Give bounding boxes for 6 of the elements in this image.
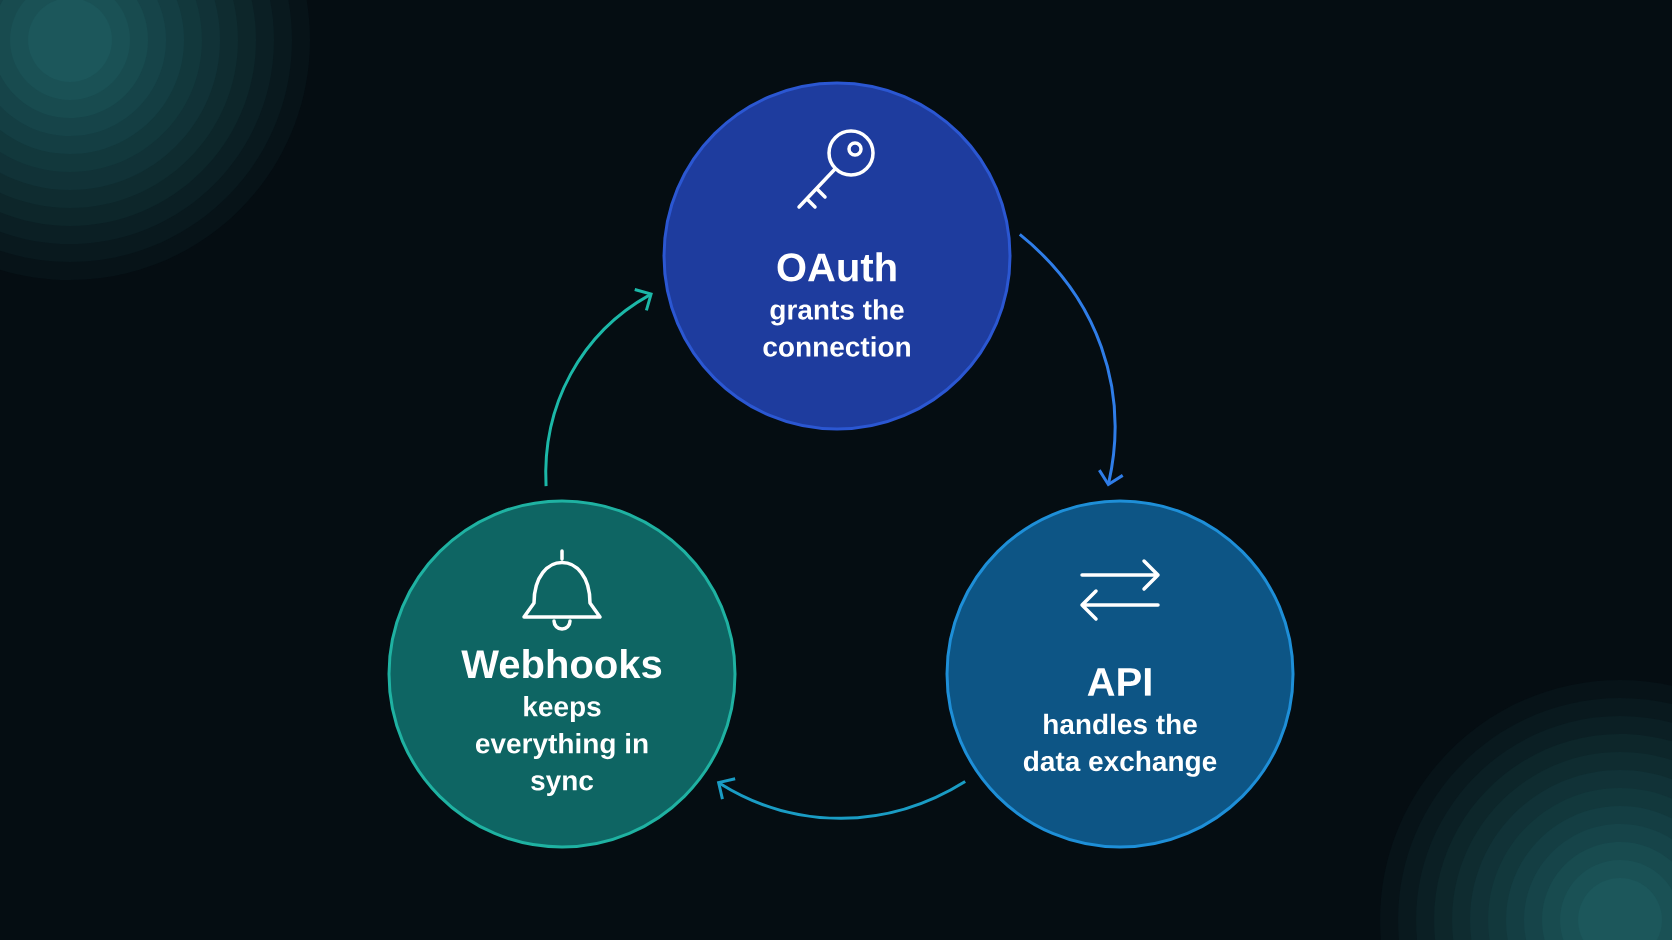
arrow — [716, 777, 966, 820]
circle-node: OAuth grants the connection — [662, 81, 1012, 431]
arrow — [1018, 233, 1124, 487]
circle-node: API handles the data exchange — [945, 499, 1295, 849]
circle-node: Webhooks keeps everything in sync — [387, 499, 737, 849]
arrow — [544, 288, 653, 487]
